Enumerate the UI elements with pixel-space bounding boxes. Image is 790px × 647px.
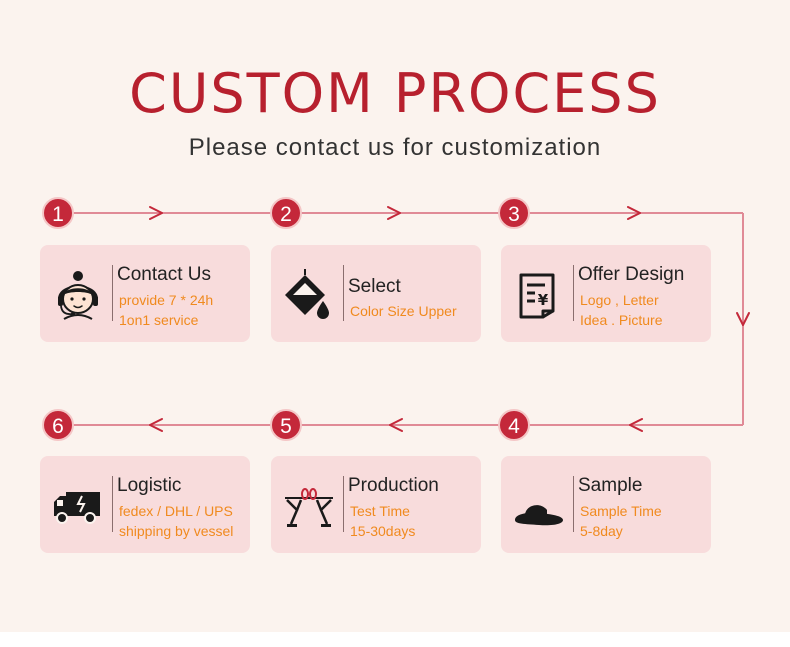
step-title: Contact Us bbox=[117, 264, 211, 285]
step-detail: Idea . Picture bbox=[580, 312, 663, 328]
step-card-logistic: Logistic fedex / DHL / UPS shipping by v… bbox=[40, 456, 250, 553]
step-badge: 2 bbox=[270, 197, 302, 229]
arrow-left-2 bbox=[389, 418, 403, 432]
step-number-6: 6 bbox=[52, 415, 64, 438]
step-number-4: 4 bbox=[508, 415, 520, 438]
card-divider bbox=[573, 476, 574, 532]
card-divider bbox=[112, 265, 113, 321]
step-badge: 5 bbox=[270, 409, 302, 441]
step-badge: 1 bbox=[42, 197, 74, 229]
step-card-select: Select Color Size Upper bbox=[271, 245, 481, 342]
delivery-truck-icon bbox=[54, 492, 100, 524]
arrow-right-2 bbox=[387, 206, 401, 220]
step-detail: 5-8day bbox=[580, 523, 623, 539]
step-number-2: 2 bbox=[280, 203, 292, 226]
step-detail: 15-30days bbox=[350, 523, 416, 539]
step-title: Sample bbox=[578, 475, 643, 496]
step-number-1: 1 bbox=[52, 203, 64, 226]
step-title: Select bbox=[348, 276, 401, 297]
step-detail: fedex / DHL / UPS bbox=[119, 503, 233, 519]
arrow-left-3 bbox=[149, 418, 163, 432]
svg-text:¥: ¥ bbox=[538, 291, 549, 309]
arrow-down bbox=[736, 312, 750, 326]
page-subtitle: Please contact us for customization bbox=[188, 134, 602, 161]
card-divider bbox=[573, 265, 574, 321]
arrow-right-3 bbox=[627, 206, 641, 220]
step-detail: Color Size Upper bbox=[350, 303, 457, 319]
step-badge: 6 bbox=[42, 409, 74, 441]
slipper-icon bbox=[515, 505, 563, 526]
page-title: CUSTOM PROCESS bbox=[129, 62, 661, 125]
bottom-strip bbox=[0, 632, 790, 647]
step-badge: 3 bbox=[498, 197, 530, 229]
step-detail: Logo , Letter bbox=[580, 292, 659, 308]
quotation-document-icon: ¥ bbox=[519, 273, 555, 319]
step-title: Offer Design bbox=[578, 264, 685, 285]
step-detail: 1on1 service bbox=[119, 312, 199, 328]
step-card-offer-design: ¥ Offer Design Logo , Letter Idea . Pict… bbox=[501, 245, 711, 342]
production-machine-icon bbox=[285, 488, 333, 527]
step-card-production: Production Test Time 15-30days bbox=[271, 456, 481, 553]
card-divider bbox=[343, 476, 344, 532]
arrow-right-1 bbox=[149, 206, 163, 220]
step-detail: Sample Time bbox=[580, 503, 662, 519]
customer-service-icon bbox=[58, 271, 98, 320]
step-title: Logistic bbox=[117, 475, 182, 496]
step-card-sample: Sample Sample Time 5-8day bbox=[501, 456, 711, 553]
arrow-left-1 bbox=[629, 418, 643, 432]
step-badge: 4 bbox=[498, 409, 530, 441]
step-title: Production bbox=[348, 475, 439, 496]
step-detail: shipping by vessel bbox=[119, 523, 234, 539]
card-divider bbox=[343, 265, 344, 321]
paint-bucket-icon bbox=[285, 269, 329, 319]
step-number-3: 3 bbox=[508, 203, 520, 226]
step-detail: provide 7 * 24h bbox=[119, 292, 214, 308]
step-detail: Test Time bbox=[350, 503, 410, 519]
card-divider bbox=[112, 476, 113, 532]
step-card-contact-us: Contact Us provide 7 * 24h 1on1 service bbox=[40, 245, 250, 342]
step-number-5: 5 bbox=[280, 415, 292, 438]
